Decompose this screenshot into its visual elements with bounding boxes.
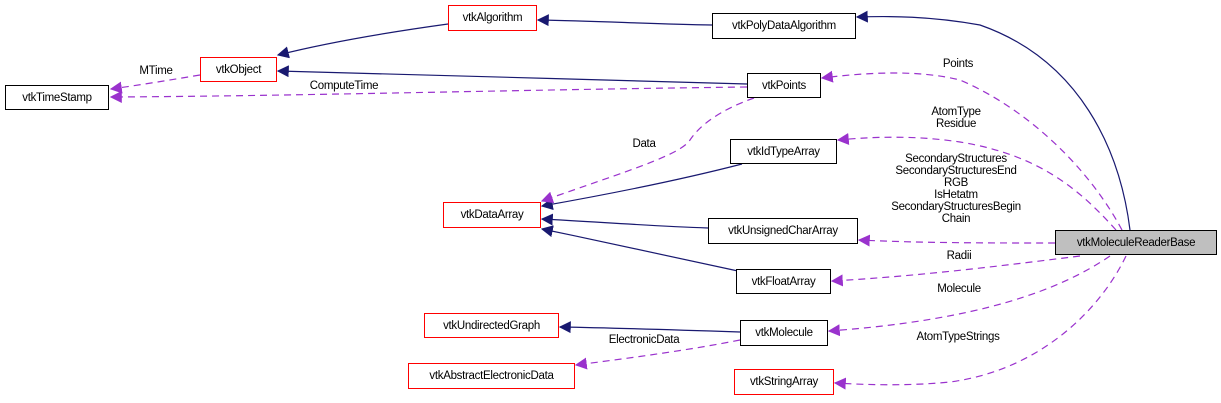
edge-uchar-dataarray: [540, 213, 709, 229]
node-vtkmolecule[interactable]: vtkMolecule: [740, 320, 828, 346]
edge-label-line: SecondaryStructuresBegin: [891, 201, 1021, 213]
edge-mtime: [109, 74, 201, 94]
edge-polydata-reader: [855, 10, 1131, 231]
node-vtkabstractelectronicdata[interactable]: vtkAbstractElectronicData: [408, 363, 575, 389]
node-vtkalgorithm[interactable]: vtkAlgorithm: [448, 5, 537, 31]
edge-label-line: Residue: [935, 118, 977, 130]
edge-reader-idtype: [836, 133, 1117, 231]
node-vtkidtypearray[interactable]: vtkIdTypeArray: [730, 139, 837, 164]
edge-label-radii: Radii: [946, 250, 972, 262]
edge-label-atomtype-residue: AtomType Residue: [931, 106, 981, 130]
node-vtkpolydataalgorithm[interactable]: vtkPolyDataAlgorithm: [712, 13, 856, 39]
node-vtkmoleculereaderbase[interactable]: vtkMoleculeReaderBase: [1055, 230, 1217, 255]
node-vtkpoints[interactable]: vtkPoints: [747, 73, 821, 98]
edge-computetime: [109, 86, 748, 103]
edge-electronicdata: [574, 339, 741, 370]
edge-reader-uchar: [857, 234, 1056, 247]
edge-label-line: SecondaryStructuresEnd: [895, 165, 1017, 177]
edge-label-line: Chain: [941, 213, 971, 225]
edge-label-line: SecondaryStructures: [905, 153, 1007, 165]
edge-object-algorithm: [276, 23, 449, 59]
node-vtkfloatarray[interactable]: vtkFloatArray: [736, 269, 831, 294]
edge-label-line: RGB: [943, 177, 969, 189]
edge-label-atomtypestrings: AtomTypeStrings: [916, 331, 1000, 343]
edge-reader-float: [830, 255, 1081, 287]
edge-reader-stringarray: [833, 255, 1127, 390]
node-vtkdataarray[interactable]: vtkDataArray: [443, 202, 541, 228]
edge-algorithm-polydata: [536, 14, 713, 27]
node-vtktimestamp[interactable]: vtkTimeStamp: [5, 85, 109, 110]
edge-object-points: [276, 65, 748, 85]
edge-reader-points: [820, 70, 1123, 231]
edge-label-line: AtomType: [931, 106, 981, 118]
node-vtkundirectedgraph[interactable]: vtkUndirectedGraph: [424, 313, 559, 338]
edge-label-uchar-group: SecondaryStructures SecondaryStructuresE…: [891, 153, 1021, 225]
edge-label-molecule: Molecule: [937, 283, 981, 295]
edge-label-data: Data: [632, 138, 656, 150]
edge-label-points: Points: [942, 58, 974, 70]
edge-label-mtime: MTime: [139, 65, 173, 77]
edge-molecule-graph: [558, 321, 741, 334]
node-vtkunsignedchararray[interactable]: vtkUnsignedCharArray: [708, 218, 858, 244]
edge-label-computetime: ComputeTime: [309, 80, 379, 92]
edge-label-line: IsHetatm: [934, 189, 978, 201]
edge-float-dataarray: [540, 225, 739, 272]
edge-label-electronicdata: ElectronicData: [608, 334, 680, 346]
edge-idtype-dataarray: [540, 163, 743, 211]
node-vtkobject[interactable]: vtkObject: [200, 57, 277, 82]
edge-reader-molecule: [827, 255, 1111, 337]
node-vtkstringarray[interactable]: vtkStringArray: [734, 369, 834, 395]
